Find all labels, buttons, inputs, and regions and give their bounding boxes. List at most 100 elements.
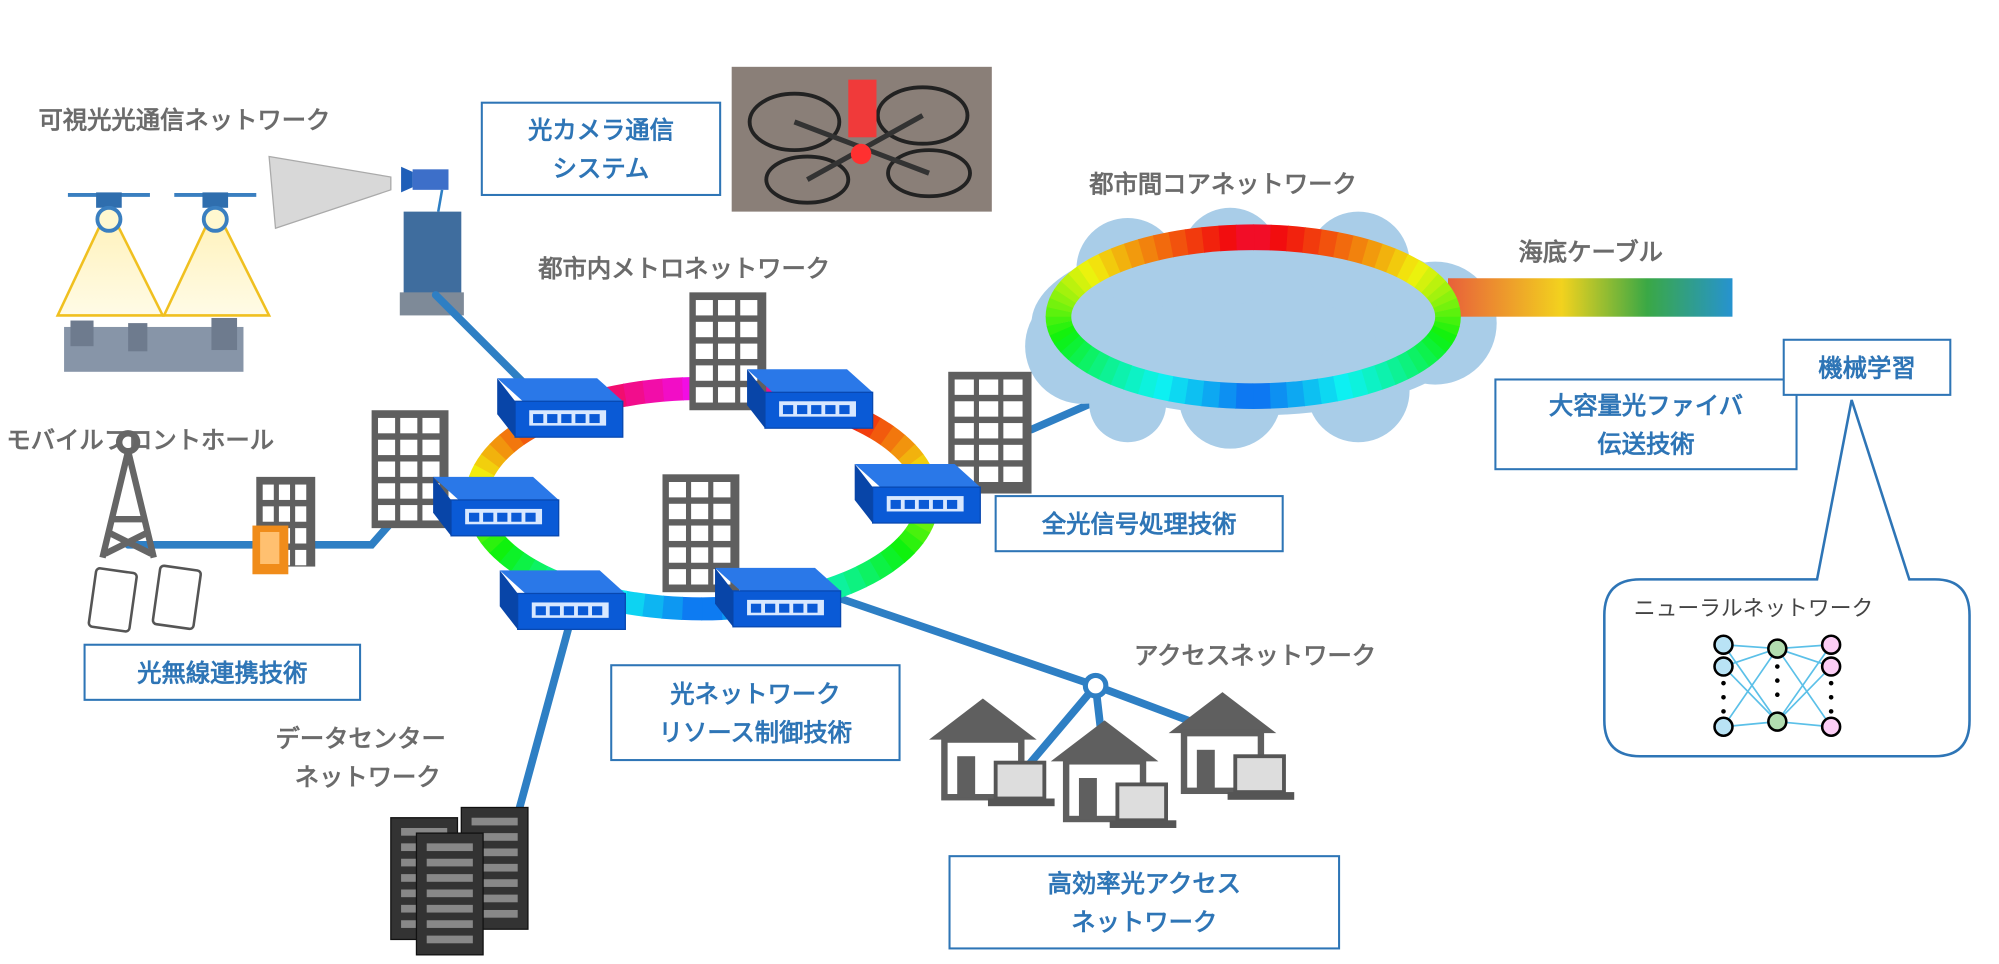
ring-segment	[1374, 243, 1397, 273]
server-icon	[390, 806, 529, 956]
laptop-icon	[1109, 782, 1177, 828]
ring-segment	[1385, 356, 1409, 385]
ring-segment	[1123, 365, 1146, 395]
submarine-cable-label: 海底ケーブル	[1518, 237, 1663, 266]
ring-segment	[1433, 297, 1460, 314]
tech-label: システム	[553, 154, 650, 183]
tech-label: 大容量光ファイバ	[1549, 391, 1743, 420]
ring-segment	[1217, 382, 1237, 409]
tech-label: 機械学習	[1818, 353, 1915, 382]
ring-segment	[898, 444, 924, 469]
onu-icon	[252, 525, 289, 575]
core-ring	[1045, 224, 1461, 409]
ring-segment	[1201, 225, 1222, 253]
ring-segment	[1361, 239, 1384, 269]
mobile-fronthaul-label: モバイルフロントホール	[6, 426, 274, 455]
ring-segment	[1430, 289, 1457, 309]
core-network-label: 都市間コアネットワーク	[1088, 169, 1357, 198]
tech-box-all-optical-signal: 全光信号処理技術	[994, 495, 1284, 553]
ring-segment	[869, 417, 895, 446]
neuron	[1820, 716, 1842, 738]
ring-segment	[1087, 253, 1111, 283]
ring-segment	[1405, 345, 1430, 374]
ring-segment	[1396, 254, 1420, 283]
neuron	[1713, 656, 1734, 677]
ring-segment	[1067, 340, 1093, 367]
ring-segment	[1434, 307, 1461, 318]
projector-icon	[268, 155, 392, 230]
ring-segment	[1420, 335, 1446, 361]
ring-segment	[1333, 232, 1355, 261]
ring-segment	[1076, 345, 1101, 374]
ring-segment	[622, 590, 646, 617]
tech-label: 全光信号処理技術	[1041, 510, 1237, 539]
switch-icon	[715, 567, 842, 628]
ring-segment	[1060, 334, 1086, 360]
ring-segment	[1152, 372, 1174, 402]
ring-segment	[1086, 350, 1110, 380]
ring-segment	[662, 377, 685, 402]
tall-building-icon	[399, 211, 464, 316]
ring-segment	[1414, 340, 1439, 368]
ring-segment	[480, 528, 507, 554]
ring-segment	[1396, 351, 1420, 380]
ring-segment	[1123, 239, 1146, 268]
ring-segment	[842, 566, 867, 595]
ring-segment	[868, 552, 894, 580]
tech-label: 光無線連携技術	[136, 658, 307, 687]
ring-segment	[623, 380, 647, 407]
ring-segment	[1152, 231, 1175, 261]
ring-segment	[481, 443, 507, 469]
building-icon	[371, 410, 449, 529]
switch-icon	[854, 464, 981, 524]
ring-segment	[855, 559, 881, 588]
ring-segment	[1346, 369, 1369, 399]
ring-segment	[1098, 248, 1121, 278]
ring-segment	[1360, 365, 1383, 395]
tech-box-machine-learning: 機械学習	[1782, 338, 1952, 396]
ring-segment	[904, 521, 931, 544]
building-icon	[689, 292, 767, 411]
tech-box-optical-wireless: 光無線連携技術	[83, 643, 362, 701]
ring-segment	[1046, 320, 1074, 336]
server-unit	[415, 832, 484, 956]
ring-segment	[1054, 329, 1080, 353]
ring-segment	[1110, 360, 1133, 390]
tech-label: ネットワーク	[1071, 907, 1217, 936]
rubble-icon	[64, 317, 244, 372]
ring-segment	[510, 551, 536, 580]
neuron	[1713, 634, 1734, 655]
smartphone-icon	[87, 564, 203, 633]
ring-segment	[1286, 225, 1306, 253]
switch-icon	[747, 369, 874, 429]
ring-segment	[498, 544, 525, 572]
ring-segment	[889, 537, 915, 564]
ring-segment	[1167, 375, 1189, 405]
drone-icon	[55, 192, 272, 317]
ring-segment	[1317, 376, 1338, 405]
tech-label: 光ネットワーク	[669, 679, 840, 708]
metro-network-label: 都市内メトロネットワーク	[537, 254, 830, 283]
neuron	[1820, 634, 1842, 655]
switch-icon	[499, 570, 626, 631]
ring-segment	[1414, 266, 1439, 294]
vlc-network-label: 可視光光通信ネットワーク	[38, 105, 330, 134]
ring-segment	[1045, 316, 1072, 327]
ring-segment	[897, 529, 924, 554]
ring-segment	[661, 595, 684, 620]
ring-segment	[1347, 235, 1370, 265]
neural-network-label: ニューラルネットワーク	[1634, 596, 1873, 621]
neuron	[1713, 716, 1734, 738]
ring-segment	[880, 425, 906, 453]
ring-segment	[1068, 266, 1093, 293]
ring-segment	[1046, 297, 1074, 313]
drone-icon	[162, 192, 272, 317]
ring-segment	[1183, 378, 1205, 407]
ring-segment	[879, 544, 905, 572]
access-network-label: アクセスネットワーク	[1134, 641, 1376, 670]
ring-segment	[1168, 229, 1190, 258]
ring-segment	[1184, 227, 1206, 255]
